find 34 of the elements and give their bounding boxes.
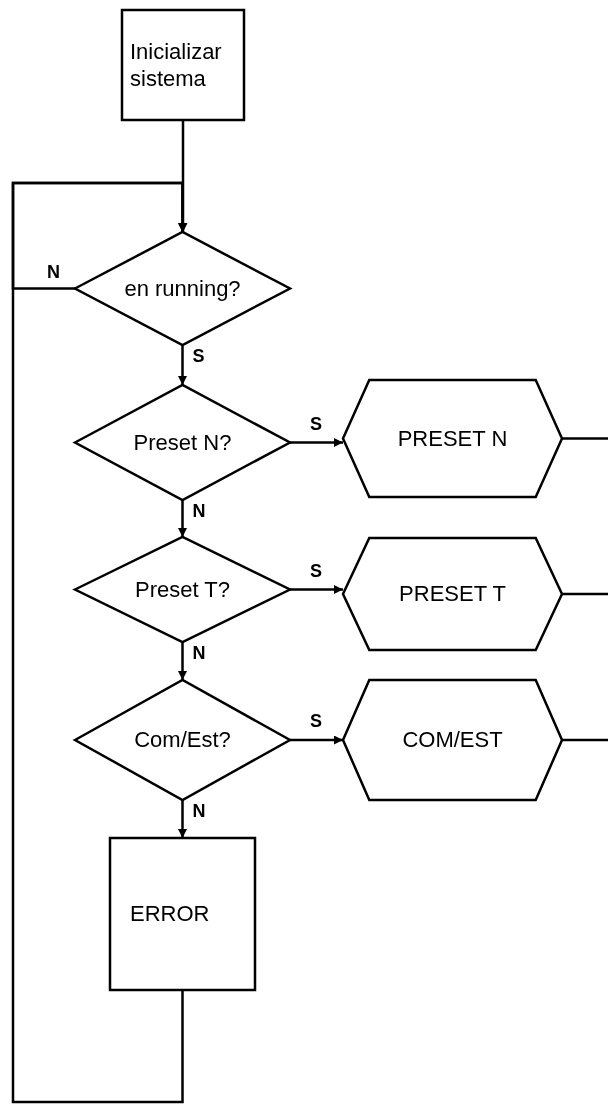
arrow [178,500,187,537]
decision-diamond [75,385,290,500]
node-text: Com/Est? [134,726,231,754]
decision-diamond [75,537,290,642]
node-text: PRESET T [399,580,506,608]
arrow [178,642,187,680]
process-box [122,10,244,120]
process-box [110,838,255,990]
arrow [290,438,343,447]
edge-label: S [190,347,207,365]
process-hexagon [343,680,562,800]
edge-label: N [190,644,208,662]
edge-label: N [190,802,208,820]
arrow [178,800,187,838]
arrow [290,735,343,745]
edge-label: N [45,262,62,281]
arrow [11,181,187,1104]
process-hexagon [343,380,562,497]
edge-label: S [308,712,324,730]
node-text: Preset N? [133,428,232,457]
decision-diamond [75,680,290,800]
node-text: COM/EST [402,726,503,754]
process-hexagon [343,538,562,650]
node-text: Preset T? [135,575,230,604]
node-text: PRESET N [397,424,508,453]
edge-label: S [308,414,324,433]
edge-label: N [190,502,208,520]
node-text: en running? [124,274,241,303]
arrow [178,345,187,385]
node-text: ERROR [130,900,210,928]
node-text: Inicializar sistema [130,37,223,93]
arrow [290,585,343,594]
edge-label: S [308,561,324,580]
decision-diamond [75,232,290,345]
